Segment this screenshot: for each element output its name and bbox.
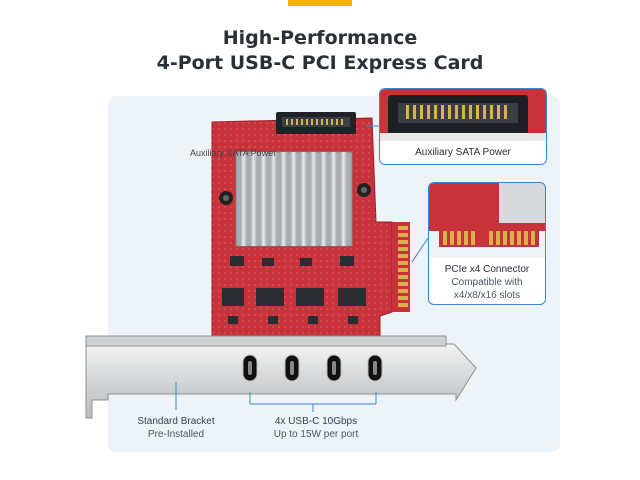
page-title: High-Performance 4-Port USB-C PCI Expres… (0, 26, 640, 76)
ports-label: 4x USB-C 10Gbps Up to 15W per port (252, 415, 380, 441)
title-line-2: 4-Port USB-C PCI Express Card (156, 52, 484, 74)
pcb-chips (222, 256, 366, 324)
pcie-callout-line3: x4/x8/x16 slots (453, 290, 521, 301)
usb-c-port-icon (284, 354, 300, 382)
bracket-label-sub: Pre-Installed (147, 429, 205, 440)
top-accent-bar (288, 0, 352, 6)
ports-label-sub: Up to 15W per port (273, 429, 359, 440)
usb-c-port-icon (242, 354, 258, 382)
ports-label-title: 4x USB-C 10Gbps (274, 416, 358, 427)
title-line-1: High-Performance (222, 27, 418, 49)
bracket-label: Standard Bracket Pre-Installed (124, 415, 228, 441)
bracket-label-title: Standard Bracket (137, 416, 215, 427)
usb-c-port-icon (367, 354, 383, 382)
sata-connector-icon (276, 112, 356, 134)
pcie-callout-caption: PCIe x4 Connector Compatible with x4/x8/… (429, 263, 545, 302)
sata-callout-title: Auxiliary SATA Power (415, 147, 511, 158)
pcie-edge-connector-icon (392, 222, 410, 312)
pcie-callout-line2: Compatible with (451, 277, 523, 288)
sata-power-callout: Auxiliary SATA Power (379, 88, 547, 165)
board-silkscreen-label: Auxiliary SATA Power (190, 148, 277, 158)
usb-c-ports (242, 354, 383, 382)
usb-c-port-icon (326, 354, 342, 382)
pcie-callout-title: PCIe x4 Connector (444, 264, 530, 275)
heatsink-icon (219, 151, 371, 247)
sata-closeup-image (380, 89, 546, 141)
sata-callout-caption: Auxiliary SATA Power (380, 146, 546, 159)
leader-lines (175, 125, 429, 412)
pcie-closeup-image (429, 183, 545, 258)
pc-bracket (85, 335, 477, 419)
pcie-connector-callout: PCIe x4 Connector Compatible with x4/x8/… (428, 182, 546, 305)
